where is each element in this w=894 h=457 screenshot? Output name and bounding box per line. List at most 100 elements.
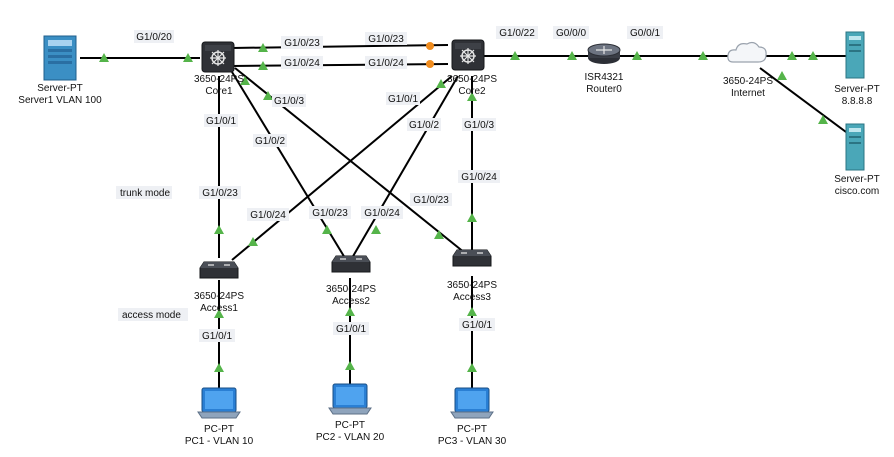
device-pc2[interactable]: PC-PT PC2 - VLAN 20	[316, 383, 385, 443]
svg-text:G1/0/23: G1/0/23	[202, 188, 238, 199]
device-name-label: Access1	[200, 303, 238, 314]
link-up-indicator	[567, 51, 577, 60]
link-indicators	[99, 42, 828, 372]
device-server1[interactable]: Server-PT Server1 VLAN 100	[18, 35, 102, 106]
device-name-label: Server1 VLAN 100	[18, 95, 102, 106]
svg-text:G1/0/22: G1/0/22	[499, 28, 535, 39]
device-model-label: 3650-24PS	[326, 284, 376, 295]
port-label: G1/0/22	[496, 26, 538, 39]
link-up-indicator	[240, 76, 250, 85]
device-model-label: 3650-24PS	[194, 291, 244, 302]
link-up-indicator	[818, 115, 828, 124]
device-model-label: Server-PT	[834, 84, 880, 95]
link-core2-access1[interactable]	[231, 75, 453, 261]
link-up-indicator	[467, 363, 477, 372]
link-up-indicator	[698, 51, 708, 60]
port-label: G1/0/1	[204, 114, 238, 127]
link-blocked-indicator	[426, 60, 434, 68]
device-model-label: PC-PT	[204, 424, 234, 435]
device-model-label: Server-PT	[834, 174, 880, 185]
link-up-indicator	[467, 213, 477, 222]
svg-text:G1/0/23: G1/0/23	[413, 195, 449, 206]
svg-text:G0/0/0: G0/0/0	[556, 28, 586, 39]
link-up-indicator	[248, 237, 258, 246]
svg-text:G1/0/24: G1/0/24	[250, 210, 286, 221]
device-core2[interactable]: 3650-24PS Core2	[447, 39, 497, 97]
device-pc3[interactable]: PC-PT PC3 - VLAN 30	[438, 387, 507, 447]
server-icon	[845, 31, 865, 79]
notes: trunk mode access mode	[116, 186, 188, 321]
laptop-icon	[197, 387, 241, 419]
server-icon	[43, 35, 77, 81]
device-model-label: Server-PT	[37, 83, 83, 94]
device-access3[interactable]: 3650-24PS Access3	[447, 249, 497, 303]
svg-text:G1/0/1: G1/0/1	[336, 324, 366, 335]
port-label: G1/0/24	[458, 170, 500, 183]
link-up-indicator	[632, 51, 642, 60]
link-up-indicator	[777, 71, 787, 80]
device-server-dns[interactable]: Server-PT 8.8.8.8	[834, 31, 880, 107]
device-access1[interactable]: 3650-24PS Access1	[194, 261, 244, 314]
device-model-label: PC-PT	[335, 420, 365, 431]
link-up-indicator	[214, 225, 224, 234]
svg-text:G1/0/23: G1/0/23	[284, 38, 320, 49]
device-model-label: ISR4321	[585, 72, 624, 83]
svg-text:G1/0/20: G1/0/20	[136, 32, 172, 43]
device-pc1[interactable]: PC-PT PC1 - VLAN 10	[185, 387, 254, 447]
link-up-indicator	[808, 51, 818, 60]
router-icon	[587, 43, 621, 64]
device-name-label: Access2	[332, 296, 370, 307]
link-up-indicator	[436, 79, 446, 88]
device-internet[interactable]: 3650-24PS Internet	[723, 41, 773, 99]
svg-text:G1/0/24: G1/0/24	[284, 58, 320, 69]
device-router0[interactable]: ISR4321 Router0	[585, 43, 624, 95]
device-name-label: PC3 - VLAN 30	[438, 436, 507, 447]
device-core1[interactable]: 3650-24PS Core1	[194, 41, 244, 97]
port-label: G0/0/0	[553, 26, 589, 39]
laptop-icon	[328, 383, 372, 415]
svg-text:G1/0/23: G1/0/23	[368, 34, 404, 45]
device-name-label: PC2 - VLAN 20	[316, 432, 385, 443]
server-icon	[845, 123, 865, 171]
svg-text:G1/0/24: G1/0/24	[364, 208, 400, 219]
device-name-label: Router0	[586, 84, 622, 95]
device-name-label: Access3	[453, 292, 491, 303]
link-up-indicator	[258, 43, 268, 52]
device-model-label: 3650-24PS	[447, 74, 497, 85]
link-up-indicator	[258, 61, 268, 70]
link-up-indicator	[371, 225, 381, 234]
link-core1-core2-b[interactable]	[231, 63, 449, 67]
device-model-label: 3650-24PS	[194, 74, 244, 85]
access-mode-note: access mode	[122, 310, 181, 321]
multilayer-switch-icon	[201, 41, 235, 73]
svg-text:G1/0/3: G1/0/3	[464, 120, 494, 131]
link-up-indicator	[510, 51, 520, 60]
link-core2-access2[interactable]	[351, 75, 459, 259]
trunk-mode-note: trunk mode	[120, 188, 170, 199]
svg-text:G1/0/23: G1/0/23	[312, 208, 348, 219]
svg-text:G1/0/1: G1/0/1	[388, 94, 418, 105]
multilayer-switch-icon	[451, 39, 485, 71]
port-labels: G1/0/20 G1/0/23 G1/0/24 G1/0/23 G1/0/24 …	[134, 26, 663, 342]
cloud-icon	[727, 41, 767, 63]
link-up-indicator	[214, 309, 224, 318]
switch-icon	[331, 255, 371, 273]
link-up-indicator	[214, 363, 224, 372]
port-label: G1/0/2	[253, 134, 287, 147]
svg-text:G1/0/24: G1/0/24	[368, 58, 404, 69]
link-up-indicator	[467, 307, 477, 316]
device-access2[interactable]: 3650-24PS Access2	[326, 255, 376, 307]
device-name-label: cisco.com	[835, 186, 879, 197]
link-core1-core2-a[interactable]	[231, 44, 449, 49]
port-label: G1/0/23	[309, 206, 351, 219]
device-model-label: PC-PT	[457, 424, 487, 435]
link-internet-cisco-server[interactable]	[759, 67, 847, 133]
port-label: G1/0/24	[247, 208, 289, 221]
device-server-cisco[interactable]: Server-PT cisco.com	[834, 123, 880, 197]
port-label: G1/0/1	[386, 92, 420, 105]
port-label: G1/0/23	[365, 32, 407, 45]
svg-text:G1/0/1: G1/0/1	[206, 116, 236, 127]
svg-text:G1/0/3: G1/0/3	[274, 96, 304, 107]
link-up-indicator	[787, 51, 797, 60]
